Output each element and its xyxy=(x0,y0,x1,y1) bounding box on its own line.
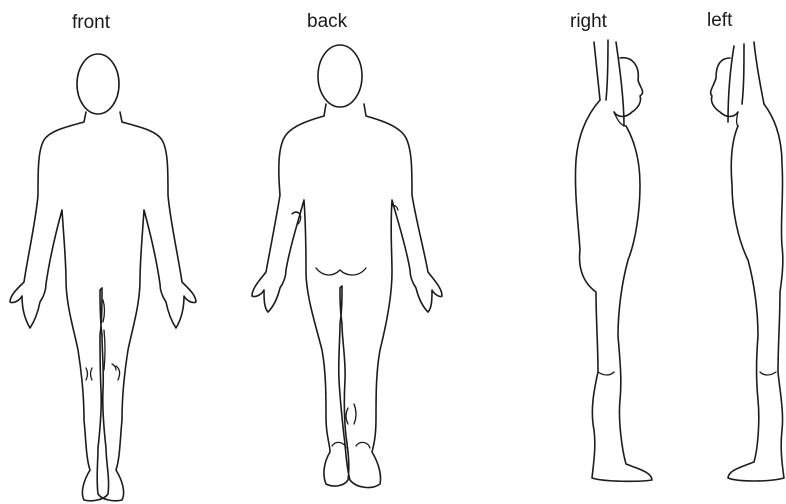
left-body-outline xyxy=(728,104,784,481)
right-head xyxy=(614,58,643,117)
back-heels xyxy=(346,404,356,424)
back-figure xyxy=(252,45,442,487)
left-raised-arms xyxy=(728,42,764,122)
back-buttocks xyxy=(316,268,366,275)
label-back: back xyxy=(307,11,348,32)
left-knee xyxy=(760,372,776,375)
back-head xyxy=(318,45,362,107)
front-body-outline xyxy=(10,112,196,501)
right-side-figure xyxy=(575,40,652,481)
left-side-figure xyxy=(711,42,784,481)
right-body-outline xyxy=(575,100,652,481)
front-head xyxy=(77,54,119,114)
right-knee xyxy=(598,372,614,375)
label-right: right xyxy=(570,11,608,32)
front-left-knee xyxy=(112,364,120,380)
right-raised-arms xyxy=(594,40,624,126)
left-head xyxy=(711,58,738,117)
back-body-outline xyxy=(252,104,442,487)
front-figure xyxy=(10,54,196,501)
label-left: left xyxy=(707,10,733,31)
label-front: front xyxy=(72,12,111,33)
back-ankles xyxy=(332,442,370,448)
front-right-knee xyxy=(86,368,92,380)
